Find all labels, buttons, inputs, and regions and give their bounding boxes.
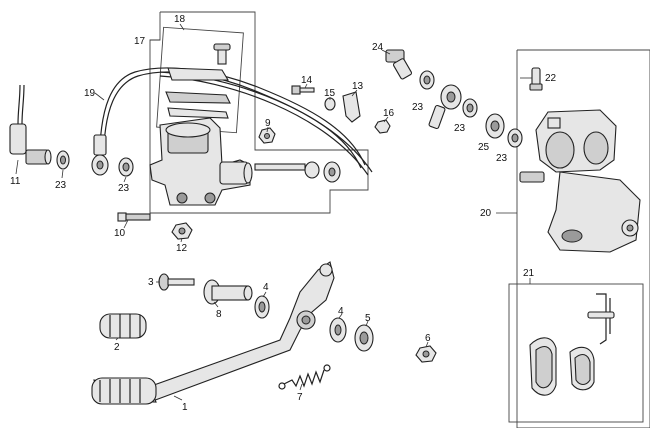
part-1-brake-pedal (91, 261, 335, 405)
hose-banjo-right (428, 84, 462, 130)
callout-14: 14 (301, 75, 313, 86)
callout-labels: 1 2 3 4 4 5 6 7 8 9 10 11 12 13 14 15 16… (10, 14, 557, 413)
callout-23-upper: 23 (412, 102, 424, 113)
part-19-brake-hose (91, 67, 373, 176)
callout-7: 7 (297, 392, 303, 403)
callout-16: 16 (383, 108, 395, 119)
callout-6: 6 (425, 333, 431, 344)
part-4-washer-right-hole (334, 324, 342, 336)
callout-10: 10 (114, 228, 126, 239)
washer-23-right-1-hole (466, 103, 474, 113)
pad-spring-clip (587, 293, 615, 345)
callout-4-right: 4 (338, 306, 344, 317)
part-12-nut-hole (178, 227, 186, 235)
part-22-bleeder (529, 67, 543, 91)
leader-lines (15, 23, 532, 401)
part-3-bolt (158, 273, 195, 291)
push-rod (254, 161, 341, 183)
part-2-pedal-rubber (99, 313, 147, 339)
callout-8: 8 (216, 309, 222, 320)
callout-13: 13 (352, 81, 364, 92)
callout-18: 18 (174, 14, 186, 25)
callout-4-left: 4 (263, 282, 269, 293)
callout-15: 15 (324, 88, 336, 99)
group-20-outline (516, 49, 650, 428)
callout-23-center: 23 (118, 183, 130, 194)
group-21-outline (508, 283, 644, 423)
part-6-nut-hole (422, 350, 430, 358)
washer-23-left-hole (60, 155, 66, 165)
callout-24: 24 (372, 42, 384, 53)
part-16-nut (374, 119, 391, 134)
part-9-nut-hole (264, 133, 270, 139)
part-10-bolt (117, 212, 151, 222)
callout-22: 22 (545, 73, 557, 84)
callout-1: 1 (182, 402, 188, 413)
part-7-return-spring (278, 364, 331, 390)
callout-2: 2 (114, 342, 120, 353)
washer-23-upper-hole (423, 75, 431, 85)
callout-5: 5 (365, 313, 371, 324)
spacer-25-hole (490, 120, 500, 132)
part-14-screw (291, 85, 315, 95)
callout-23-right-2: 23 (496, 153, 508, 164)
callout-19: 19 (84, 88, 96, 99)
callout-23-left: 23 (55, 180, 67, 191)
callout-11: 11 (10, 176, 21, 187)
callout-20: 20 (480, 208, 492, 219)
part-4-washer-left-hole (258, 301, 266, 313)
brake-caliper (519, 109, 641, 253)
washer-23-right-2-hole (511, 133, 519, 143)
part-13-bracket (342, 91, 361, 123)
callout-12: 12 (176, 243, 188, 254)
master-cylinder (149, 117, 253, 206)
part-5-washer-hole (359, 331, 369, 345)
callout-21: 21 (523, 268, 535, 279)
callout-23-right-1: 23 (454, 123, 466, 134)
reservoir-cap-set (165, 43, 231, 119)
part-11-hose-end (9, 84, 52, 165)
callout-3: 3 (148, 277, 154, 288)
part-8-bushing (203, 279, 253, 305)
callout-9: 9 (265, 118, 271, 129)
callout-25: 25 (478, 142, 490, 153)
callout-17: 17 (134, 36, 146, 47)
part-24-banjo-bolt (385, 49, 413, 80)
washer-23-center-hole (122, 162, 130, 172)
brake-pads (529, 337, 595, 396)
